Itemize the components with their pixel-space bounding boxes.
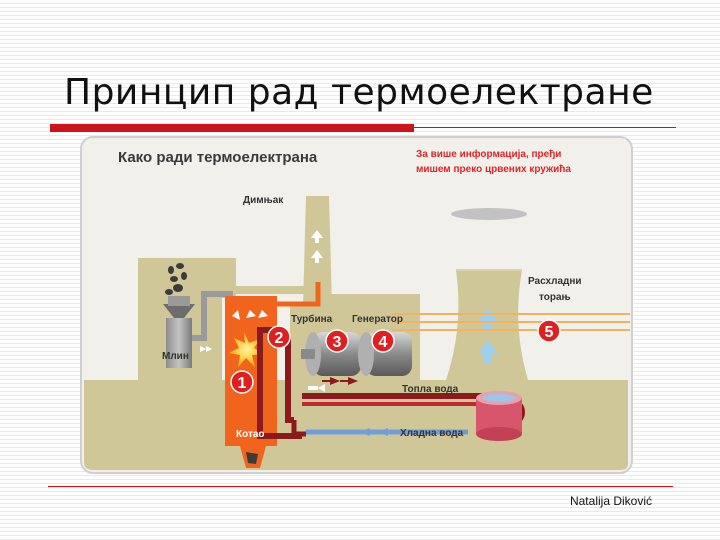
svg-text:5: 5 bbox=[545, 324, 554, 341]
shaft bbox=[301, 349, 315, 359]
coal-feed-pipe bbox=[192, 291, 233, 341]
hint-line-2: мишем преко црвених кружића bbox=[416, 163, 571, 175]
boiler-label: Котао bbox=[236, 429, 265, 440]
svg-text:1: 1 bbox=[238, 375, 247, 392]
footer-divider bbox=[48, 486, 673, 487]
exhaust-pipe bbox=[277, 282, 321, 307]
cooling-tower-label-line-2: торањ bbox=[539, 292, 571, 303]
condenser bbox=[476, 391, 522, 441]
chimney-smoke-arrows bbox=[311, 230, 323, 263]
cooling-tower-label-line-1: Расхладни bbox=[528, 276, 582, 287]
hot-water-arrows bbox=[322, 377, 358, 385]
marker-5[interactable]: 5 bbox=[537, 319, 561, 343]
chimney-label: Димњак bbox=[243, 195, 284, 206]
svg-text:2: 2 bbox=[275, 330, 284, 347]
power-plant-diagram: 1 2 3 4 5 Како ради термоелектрана За ви… bbox=[80, 136, 633, 479]
hot-water-label: Топла вода bbox=[402, 384, 459, 395]
marker-4[interactable]: 4 bbox=[371, 329, 395, 353]
boiler-flow-arrows bbox=[232, 310, 268, 320]
turbine-label: Турбина bbox=[291, 313, 333, 325]
turbine-flow-arrows bbox=[308, 384, 325, 392]
cold-water-label: Хладна вода bbox=[400, 428, 464, 439]
slide-title: Принцип рад термоелектране bbox=[64, 72, 654, 113]
power-lines bbox=[392, 313, 630, 331]
mill bbox=[163, 296, 195, 368]
hint-line-1: За више информација, пређи bbox=[416, 148, 561, 160]
footer-author: Natalija Diković bbox=[569, 494, 652, 508]
mill-arrows bbox=[200, 346, 212, 352]
diagram-heading: Како ради термоелектрана bbox=[118, 149, 318, 166]
generator-label: Генератор bbox=[352, 314, 403, 325]
title-underline-line bbox=[414, 127, 676, 128]
svg-text:3: 3 bbox=[333, 334, 342, 351]
steam-cloud bbox=[451, 208, 527, 220]
marker-2[interactable]: 2 bbox=[267, 325, 291, 349]
title-underline-bar bbox=[50, 124, 414, 132]
flame-icon bbox=[229, 332, 264, 367]
mill-label: Млин bbox=[162, 351, 189, 362]
cold-water-arrows bbox=[360, 428, 396, 436]
svg-text:4: 4 bbox=[379, 334, 388, 351]
coal-pieces bbox=[165, 263, 187, 295]
marker-3[interactable]: 3 bbox=[325, 329, 349, 353]
boiler bbox=[225, 296, 277, 468]
marker-1[interactable]: 1 bbox=[230, 370, 254, 394]
